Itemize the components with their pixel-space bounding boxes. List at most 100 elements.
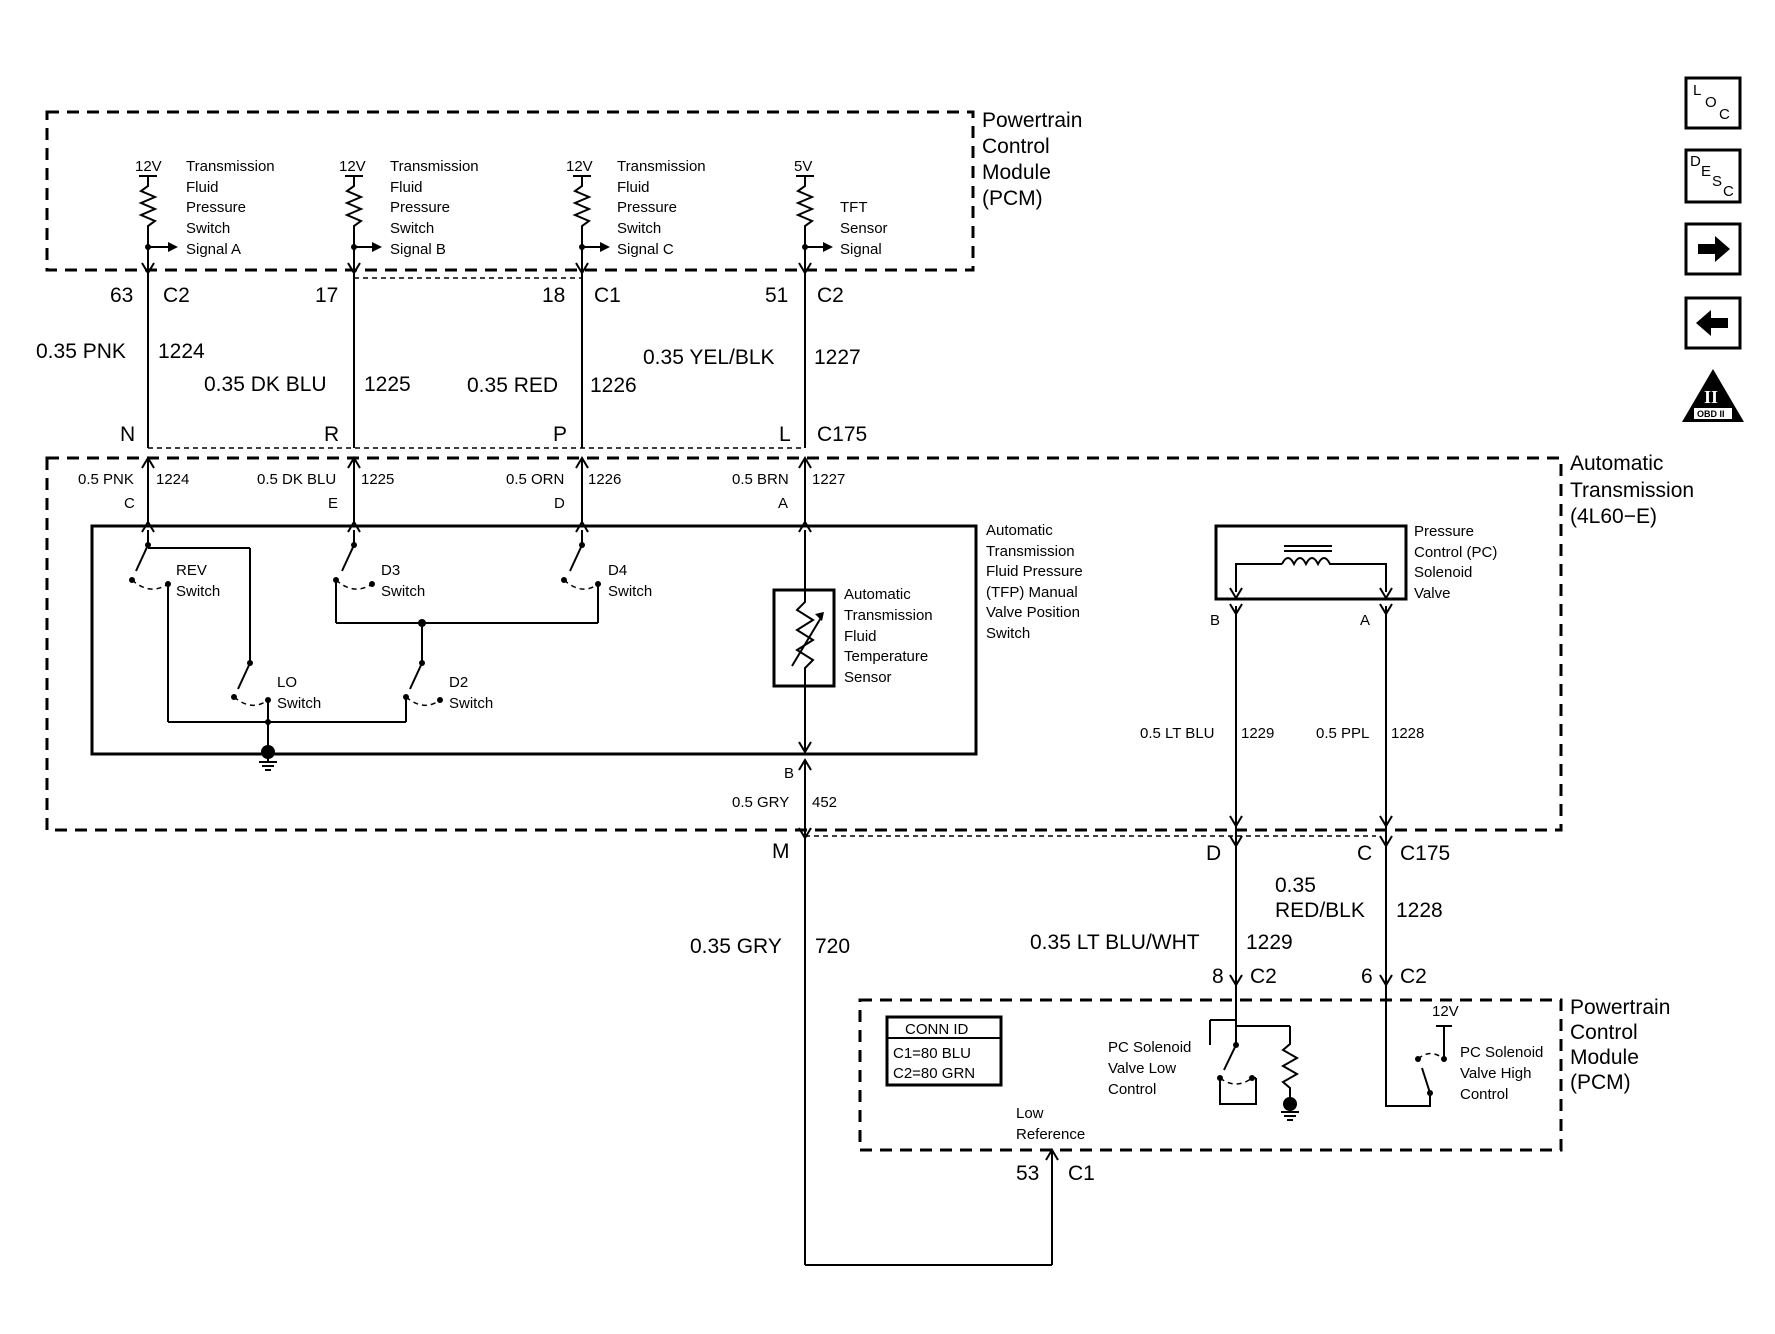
iwire-dkblu: 0.5 DK BLU [257,471,336,488]
pin-8: 8 [1212,965,1224,988]
pc-label-4: Valve [1414,585,1450,602]
tfp-label-6: Switch [986,625,1030,642]
signal-label-3: Pressure [390,199,450,216]
conn-id-line-2: C2=80 GRN [893,1065,975,1082]
icircuit-1224: 1224 [156,471,189,488]
wire-yelblk: 0.35 YEL/BLK [643,346,775,369]
c175-pin-l: L [779,423,791,446]
conn-id-header: CONN ID [905,1021,969,1038]
previous-button[interactable] [1684,296,1742,350]
pc-wire-a: 0.5 PPL [1316,725,1369,742]
circuit-1225: 1225 [364,373,411,396]
signal-label-5: Signal A [186,241,241,258]
tfp-label-3: Fluid Pressure [986,563,1083,580]
wire-pnk: 0.35 PNK [36,340,126,363]
icircuit-1227: 1227 [812,471,845,488]
pc-high-voltage: 12V [1432,1003,1459,1020]
signal-label-2: Fluid [617,179,650,196]
signal-label-1: Transmission [186,158,275,175]
ipin-d: D [554,495,565,512]
harness-labels: 0.35 PNK 1224 0.35 DK BLU 1225 0.35 RED … [36,340,867,446]
pc-solenoid-valve [1214,524,1408,601]
rev-label-2: Switch [176,583,220,600]
pc-high-label-2: Valve High [1460,1065,1531,1082]
loc-c: C [1719,106,1730,123]
pc-low-label-3: Control [1108,1081,1156,1098]
wire-red: 0.35 RED [467,374,558,397]
c175-pin-p: P [553,423,567,446]
pin-53-conn: C1 [1068,1162,1095,1185]
pcm-bottom-title-3: Module [1570,1046,1639,1069]
pcm-top-title-2: Control [982,135,1050,158]
d2-label-2: Switch [449,695,493,712]
loc-l: L [1693,82,1701,99]
conn-id-line-1: C1=80 BLU [893,1045,971,1062]
pc-pin-a: A [1360,612,1370,629]
lo-switch: LO Switch [231,660,321,751]
gnd-circuit: 452 [812,794,837,811]
pc-label-2: Control (PC) [1414,544,1497,561]
lo-label-2: Switch [277,695,321,712]
connector: C2 [163,284,190,307]
pcm-input-a: 12V Transmission Fluid Pressure Switch S… [110,158,275,307]
pcm-bottom-title-4: (PCM) [1570,1071,1631,1094]
ground-icon [259,745,277,771]
gnd-wire: 0.5 GRY [732,794,789,811]
voltage-label: 12V [135,158,162,175]
pc-label-1: Pressure [1414,523,1474,540]
icircuit-1225: 1225 [361,471,394,488]
pcm-input-tft: 5V TFT Sensor Signal 51 C2 [765,158,888,307]
ltblu-wire: 0.35 LT BLU/WHT [1030,931,1200,954]
gnd-pin-b: B [784,765,794,782]
pcm-top-box [45,110,975,272]
pin-8-conn: C2 [1250,965,1277,988]
internal-wire-labels: 0.5 PNK 1224 0.5 DK BLU 1225 0.5 ORN 122… [78,471,845,512]
pin-6-conn: C2 [1400,965,1427,988]
pin-number: 51 [765,284,788,307]
signal-label-4: Switch [617,220,661,237]
pcm-top-title-4: (PCM) [982,187,1043,210]
c175-pin-c: C [1357,842,1372,865]
wire-dkblu: 0.35 DK BLU [204,373,327,396]
signal-label-5: Signal B [390,241,446,258]
pcm-input-b: 12V Transmission Fluid Pressure Switch S… [315,158,479,307]
connector: C1 [594,284,621,307]
pc-pin-b: B [1210,612,1220,629]
temp-label-2: Transmission [844,607,933,624]
pc-circuit-a: 1228 [1391,725,1424,742]
ipin-e: E [328,495,338,512]
tfp-label-5: Valve Position [986,604,1080,621]
pcm-bottom-title-1: Powertrain [1570,996,1670,1019]
obd-ii-button[interactable]: II OBD II [1682,369,1744,422]
d2-switch: D2 Switch [403,660,493,722]
desc-button[interactable]: D E S C [1684,148,1742,204]
c175-pin-n: N [120,423,135,446]
rev-switch: REV Switch [129,530,251,722]
gry-circuit: 720 [815,935,850,958]
d3-label-1: D3 [381,562,400,579]
iwire-orn: 0.5 ORN [506,471,564,488]
pin-number: 18 [542,284,565,307]
next-button[interactable] [1684,222,1742,276]
signal-label-3: Pressure [617,199,677,216]
trans-title-2: Transmission [1570,479,1694,502]
pc-low-label-1: PC Solenoid [1108,1039,1191,1056]
low-ref-1: Low [1016,1105,1044,1122]
redblk-circuit: 1228 [1396,899,1443,922]
temp-label-3: Fluid [844,628,877,645]
gry-wire: 0.35 GRY [690,935,782,958]
pcm-bottom-box [858,998,1563,1152]
ipin-c: C [124,495,135,512]
pin-number: 17 [315,284,338,307]
iwire-brn: 0.5 BRN [732,471,789,488]
d4-label-1: D4 [608,562,627,579]
voltage-label: 5V [794,158,812,175]
pc-high-label-3: Control [1460,1086,1508,1103]
pc-circuit-b: 1229 [1241,725,1274,742]
loc-button[interactable]: L O C [1684,76,1742,130]
tfp-label-4: (TFP) Manual [986,584,1078,601]
desc-c: C [1723,183,1734,200]
d3-switch: D3 Switch [333,530,425,623]
lo-label-1: LO [277,674,297,691]
